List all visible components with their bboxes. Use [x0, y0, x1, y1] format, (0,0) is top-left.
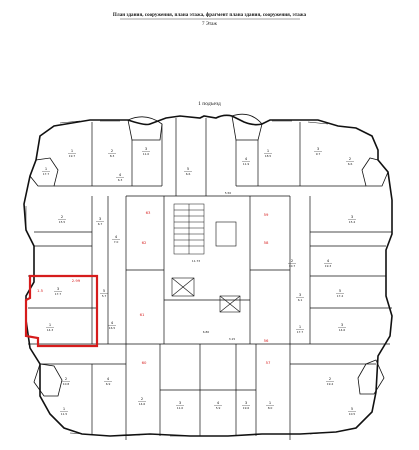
highlight-dimension: 2.99: [72, 278, 81, 283]
floor-label: 7 Этаж: [202, 22, 217, 27]
room-area: 17.7: [55, 292, 62, 296]
room-area: 17.4: [337, 294, 344, 298]
room-number: 4: [327, 259, 330, 263]
room-area: 6.1: [298, 298, 303, 302]
room-number: 1: [49, 323, 51, 327]
drawing-title: План здания, сооружения, плана этажа, фр…: [112, 13, 307, 18]
room-area: 10.8: [63, 382, 70, 386]
room-number: 1: [299, 325, 301, 329]
highlighted-apartment[interactable]: [24, 274, 99, 348]
room-number: 5: [187, 167, 189, 171]
stair-marker: 59: [264, 212, 269, 217]
building-outline: [23, 114, 393, 437]
core-dimension: 3.15: [229, 337, 236, 341]
room-number: 1: [269, 401, 271, 405]
room-number: 2: [349, 157, 351, 161]
stair-markers: 62 63 61 60 59 58 57 56: [140, 210, 271, 365]
stair-marker: 62: [142, 240, 147, 245]
highlight-labels: 2.99 1.5: [37, 278, 81, 293]
room-number: 1: [267, 149, 269, 153]
room-area: 19.3: [325, 264, 332, 268]
room-number: 2: [65, 377, 67, 381]
bay-windows: [29, 113, 389, 397]
room-area: 10.5: [349, 412, 356, 416]
room-area: 18.5: [265, 154, 272, 158]
staircase: [173, 203, 205, 255]
room-number: 5: [351, 407, 353, 411]
room-area: 11.5: [61, 412, 68, 416]
room-area: 11.0: [177, 406, 184, 410]
room-number: 5: [339, 289, 341, 293]
room-number: 2: [329, 377, 331, 381]
room-number: 2: [111, 149, 113, 153]
room-area: 14.6: [339, 328, 346, 332]
room-area: 6.7: [98, 222, 103, 226]
room-number: 3: [351, 215, 353, 219]
highlight-dimension: 1.5: [37, 288, 44, 293]
room-number: 4: [107, 377, 110, 381]
room-area: 19.6: [243, 406, 250, 410]
room-number: 5: [103, 289, 105, 293]
room-area: 6.6: [348, 162, 353, 166]
room-number: 2: [141, 397, 143, 401]
stair-marker: 61: [140, 312, 145, 317]
stair-marker: 57: [266, 360, 271, 365]
room-number: 3: [99, 217, 101, 221]
core-dimension: 6.80: [203, 330, 210, 334]
room-area: 8.3: [110, 154, 115, 158]
room-area: 5.7: [102, 294, 107, 298]
room-area: 7.0: [114, 240, 119, 244]
interior-walls: [28, 118, 392, 440]
core-dimension: 11.73: [192, 259, 200, 263]
room-number: 4: [245, 157, 248, 161]
room-area: 19.7: [69, 154, 76, 158]
room-number: 2: [291, 259, 293, 263]
room-area: 17.7: [43, 172, 50, 176]
room-area: 15.5: [59, 220, 66, 224]
room-area: 14.6: [139, 402, 146, 406]
stair-marker: 58: [264, 240, 269, 245]
room-area: 6.6: [186, 172, 191, 176]
room-number: 3: [299, 293, 301, 297]
room-number: 4: [111, 321, 114, 325]
room-number: 3: [245, 401, 247, 405]
room-area: 11.0: [143, 152, 150, 156]
room-area: 9.7: [316, 152, 321, 156]
room-area: 15.4: [349, 220, 356, 224]
room-area: 6.3: [118, 178, 123, 182]
room-area: 17.7: [297, 330, 304, 334]
room-number: 3: [145, 147, 147, 151]
core-labels: 11.73 6.80 5.50 3.15: [192, 191, 236, 341]
room-number: 3: [317, 147, 319, 151]
room-number: 2: [61, 215, 63, 219]
room-area: 6.9: [106, 382, 111, 386]
room-number: 1: [63, 407, 65, 411]
core-dimension: 5.50: [225, 191, 232, 195]
room-number: 4: [115, 235, 118, 239]
room-area: 11.9: [243, 162, 250, 166]
room-number: 3: [341, 323, 343, 327]
window-marks: [25, 120, 393, 437]
room-number: 4: [119, 173, 122, 177]
room-area: 5.9: [216, 406, 221, 410]
room-area: 10.7: [289, 264, 296, 268]
stair-marker: 56: [264, 338, 269, 343]
room-area: 14.3: [47, 328, 54, 332]
room-number: 3: [179, 401, 181, 405]
room-number: 3: [57, 287, 59, 291]
room-number: 4: [217, 401, 220, 405]
room-labels: 119.728.3311.046.356.6118.5411.939.726.6…: [42, 147, 356, 416]
entrance-label: 1 подъезд: [198, 101, 221, 107]
room-area: 8.0: [268, 406, 273, 410]
room-number: 1: [71, 149, 73, 153]
stair-marker: 63: [146, 210, 151, 215]
room-area: 19.4: [327, 382, 334, 386]
stair-marker: 60: [142, 360, 147, 365]
room-area: 16.5: [109, 326, 116, 330]
elevators: [171, 221, 241, 313]
room-number: 1: [45, 167, 47, 171]
